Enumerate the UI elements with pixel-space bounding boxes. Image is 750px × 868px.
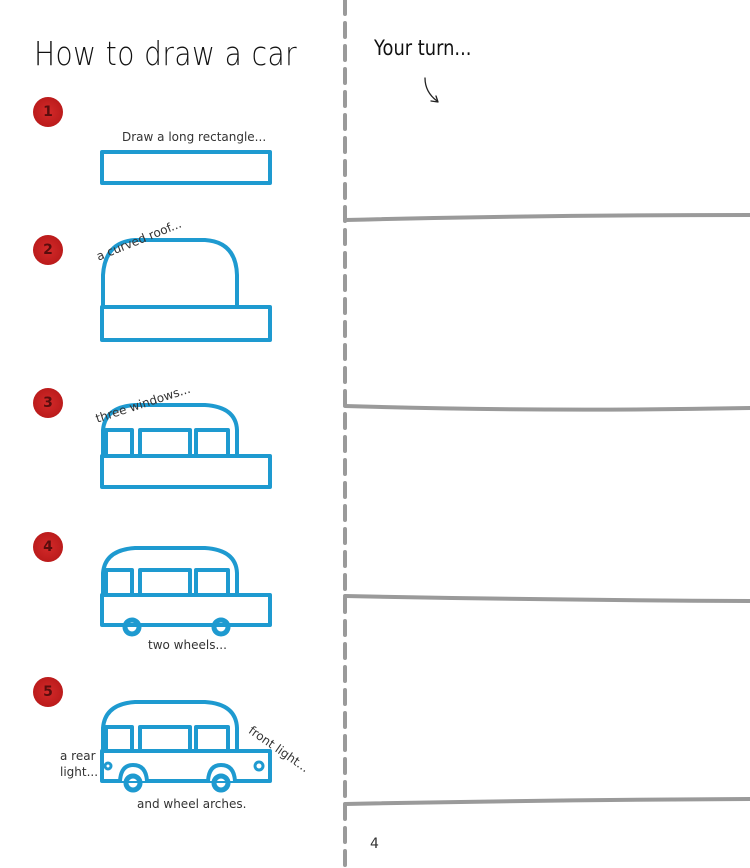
step5-car [100, 700, 272, 793]
step1-label: Draw a long rectangle... [122, 130, 267, 144]
page-number: 4 [370, 836, 379, 852]
page-title: How to draw a car [34, 34, 298, 73]
arrow-icon [424, 77, 438, 102]
step5-label: and wheel arches. [137, 797, 247, 811]
practice-lines [343, 213, 750, 806]
step-number-badge: 3 [33, 388, 63, 418]
practice-line [343, 213, 750, 222]
step4-car [100, 546, 272, 637]
step-number-badge: 1 [33, 97, 63, 127]
step2-car [100, 238, 272, 342]
practice-line [343, 594, 750, 603]
practice-line [343, 404, 750, 412]
step-number-badge: 2 [33, 235, 63, 265]
your-turn-label: Your turn... [374, 36, 472, 60]
step-number-badge: 4 [33, 532, 63, 562]
practice-line [343, 797, 750, 806]
rear-light-label: a rear light... [60, 749, 99, 779]
step1-car [100, 150, 272, 185]
step4-label: two wheels... [148, 638, 227, 652]
step-number-badge: 5 [33, 677, 63, 707]
step3-car [100, 403, 272, 489]
